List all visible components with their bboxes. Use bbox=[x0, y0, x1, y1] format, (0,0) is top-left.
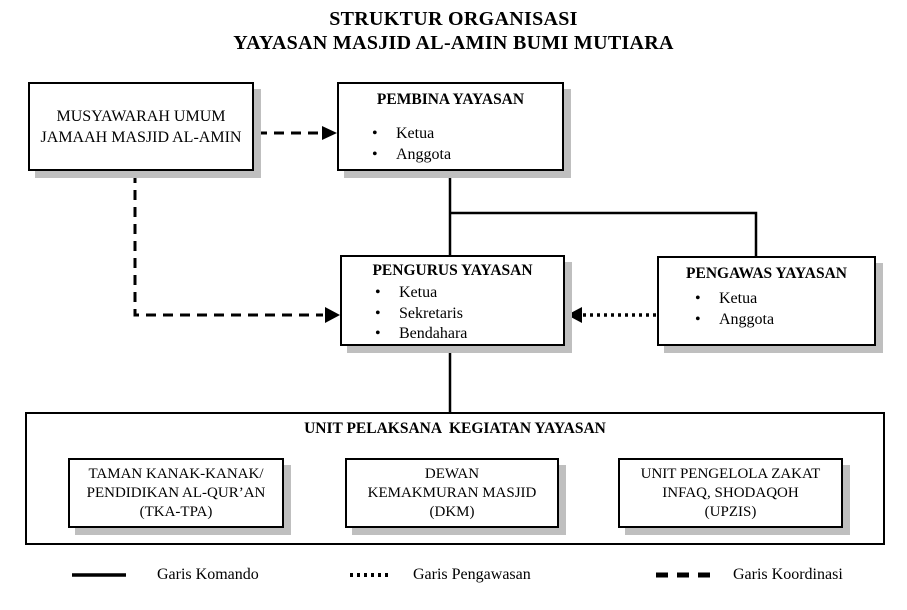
pengurus-member-list: Ketua Sekretaris Bendahara bbox=[375, 283, 563, 345]
box-dkm: DEWAN KEMAKMURAN MASJID (DKM) bbox=[345, 458, 559, 528]
upzis-line3: (UPZIS) bbox=[704, 503, 757, 520]
dkm-line1: DEWAN bbox=[424, 465, 480, 482]
pengurus-item-ketua: Ketua bbox=[399, 284, 438, 301]
pengawas-item-anggota: Anggota bbox=[719, 310, 775, 328]
pembina-title: PEMBINA YAYASAN bbox=[376, 91, 525, 108]
box-upzis: UNIT PENGELOLA ZAKAT INFAQ, SHODAQOH (UP… bbox=[618, 458, 843, 528]
list-item: Ketua bbox=[695, 289, 874, 310]
bullet-icon bbox=[695, 311, 719, 328]
dkm-line2: KEMAKMURAN MASJID bbox=[367, 484, 537, 501]
legend-label-komando: Garis Komando bbox=[157, 566, 259, 583]
komando-line-branch-to-pengawas bbox=[450, 211, 758, 257]
pengurus-item-bendahara: Bendahara bbox=[399, 325, 468, 342]
unit-pelaksana-title: UNIT PELAKSANA KEGIATAN YAYASAN bbox=[304, 420, 606, 437]
pengurus-title: PENGURUS YAYASAN bbox=[372, 262, 533, 279]
upzis-line1: UNIT PENGELOLA ZAKAT bbox=[640, 465, 821, 482]
arrowhead-into-pembina bbox=[322, 126, 337, 140]
legend-label-pengawasan: Garis Pengawasan bbox=[413, 566, 531, 583]
bullet-icon bbox=[372, 125, 396, 142]
bullet-icon bbox=[372, 146, 396, 163]
pengawas-title: PENGAWAS YAYASAN bbox=[686, 265, 847, 282]
box-pengurus-yayasan: PENGURUS YAYASAN Ketua Sekretaris Bendah… bbox=[340, 255, 565, 346]
list-item: Bendahara bbox=[375, 324, 563, 345]
pengawas-member-list: Ketua Anggota bbox=[695, 289, 874, 330]
musyawarah-line2: JAMAAH MASJID AL-AMIN bbox=[40, 128, 242, 146]
list-item: Sekretaris bbox=[375, 304, 563, 325]
chart-title-line1: STRUKTUR ORGANISASI bbox=[329, 8, 578, 30]
box-musyawarah-umum: MUSYAWARAH UMUM JAMAAH MASJID AL-AMIN bbox=[28, 82, 254, 171]
chart-title-line2: YAYASAN MASJID AL-AMIN BUMI MUTIARA bbox=[233, 32, 674, 54]
koordinasi-line-musyawarah-to-pengurus bbox=[133, 173, 323, 317]
musyawarah-line1: MUSYAWARAH UMUM bbox=[56, 107, 226, 125]
pembina-member-list: Ketua Anggota bbox=[372, 124, 562, 165]
legend-label-koordinasi: Garis Koordinasi bbox=[733, 566, 843, 583]
arrowhead-into-pengurus-left bbox=[325, 307, 340, 323]
tka-line1: TAMAN KANAK-KANAK/ bbox=[88, 465, 264, 482]
pengurus-item-sekretaris: Sekretaris bbox=[399, 304, 463, 322]
chart-title: STRUKTUR ORGANISASI YAYASAN MASJID AL-AM… bbox=[0, 7, 907, 55]
bullet-icon bbox=[375, 325, 399, 342]
pembina-item-anggota: Anggota bbox=[396, 145, 452, 163]
box-pembina-yayasan: PEMBINA YAYASAN Ketua Anggota bbox=[337, 82, 564, 171]
box-pengawas-yayasan: PENGAWAS YAYASAN Ketua Anggota bbox=[657, 256, 876, 346]
arrowhead-into-pengurus-right bbox=[567, 307, 582, 323]
list-item: Ketua bbox=[372, 124, 562, 145]
list-item: Anggota bbox=[695, 310, 874, 331]
box-tka-tpa: TAMAN KANAK-KANAK/ PENDIDIKAN AL-QUR’AN … bbox=[68, 458, 284, 528]
tka-line2: PENDIDIKAN AL-QUR’AN bbox=[86, 484, 266, 501]
bullet-icon bbox=[375, 284, 399, 301]
list-item: Anggota bbox=[372, 145, 562, 166]
pengawas-item-ketua: Ketua bbox=[719, 290, 758, 307]
bullet-icon bbox=[695, 290, 719, 307]
pembina-item-ketua: Ketua bbox=[396, 125, 435, 142]
tka-line3: (TKA-TPA) bbox=[139, 503, 213, 520]
upzis-line2: INFAQ, SHODAQOH bbox=[662, 484, 799, 501]
bullet-icon bbox=[375, 305, 399, 322]
dkm-line3: (DKM) bbox=[429, 503, 475, 520]
list-item: Ketua bbox=[375, 283, 563, 304]
